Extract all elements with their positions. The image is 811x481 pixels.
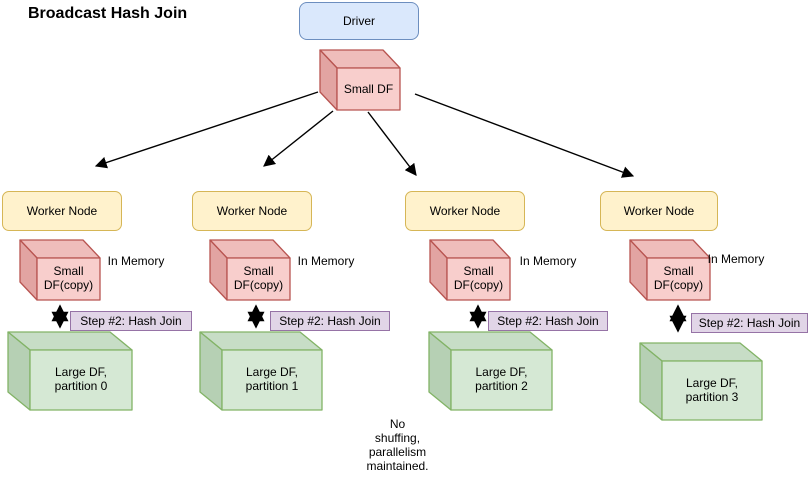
worker-node-label: Worker Node (623, 204, 695, 218)
driver-node: Driver (299, 2, 419, 40)
worker-node-2: Worker Node (405, 191, 525, 231)
large-df-partition-label: Large DF, partition 2 (475, 365, 528, 393)
step2-hash-join-label: Step #2: Hash Join (270, 311, 390, 331)
small-df-copy-cube-0 (19, 239, 101, 301)
no-shuffling-note: No shuffing, parallelism maintained. (366, 417, 429, 473)
small-df-copy-label: Small DF(copy) (233, 264, 284, 292)
broadcast-arrow-worker-3 (414, 93, 635, 178)
small-df-label: Small DF (343, 82, 394, 96)
broadcast-arrow-worker-0 (94, 91, 319, 169)
hash-join-arrows (51, 304, 687, 333)
worker-node-label: Worker Node (26, 204, 98, 218)
small-df-copy-cube-1 (209, 239, 291, 301)
large-df-cube-3 (639, 342, 763, 421)
broadcast-arrows (94, 91, 635, 178)
large-df-cube-0 (7, 331, 133, 411)
page-title: Broadcast Hash Join (28, 5, 188, 22)
large-df-partition-label: Large DF, partition 1 (245, 365, 299, 393)
step2-text: Step #2: Hash Join (279, 314, 381, 328)
step2-hash-join-label: Step #2: Hash Join (488, 311, 608, 331)
in-memory-label: In Memory (519, 254, 577, 268)
worker-node-0: Worker Node (2, 191, 122, 231)
small-df-cube (319, 49, 401, 111)
small-df-copy-cube-2 (429, 239, 511, 301)
broadcast-arrow-worker-1 (263, 110, 334, 167)
step2-text: Step #2: Hash Join (497, 314, 599, 328)
large-df-cube-2 (428, 331, 553, 411)
small-df-copy-label: Small DF(copy) (453, 264, 504, 292)
broadcast-arrow-worker-2 (367, 111, 417, 176)
in-memory-label: In Memory (297, 254, 355, 268)
step2-text: Step #2: Hash Join (80, 314, 182, 328)
in-memory-label: In Memory (107, 254, 165, 268)
step2-hash-join-label: Step #2: Hash Join (70, 311, 192, 331)
small-df-copy-label: Small DF(copy) (653, 264, 704, 292)
worker-node-label: Worker Node (216, 204, 288, 218)
large-df-partition-label: Large DF, partition 3 (685, 376, 739, 404)
worker-node-3: Worker Node (600, 191, 718, 231)
large-df-partition-label: Large DF, partition 0 (54, 365, 108, 393)
in-memory-label: In Memory (707, 252, 765, 266)
step2-hash-join-label: Step #2: Hash Join (691, 313, 808, 333)
driver-label: Driver (343, 14, 375, 28)
worker-node-1: Worker Node (192, 191, 312, 231)
small-df-copy-cube-3 (629, 239, 711, 301)
large-df-cube-1 (199, 331, 323, 411)
small-df-copy-label: Small DF(copy) (43, 264, 94, 292)
step2-text: Step #2: Hash Join (698, 316, 801, 330)
worker-node-label: Worker Node (429, 204, 501, 218)
